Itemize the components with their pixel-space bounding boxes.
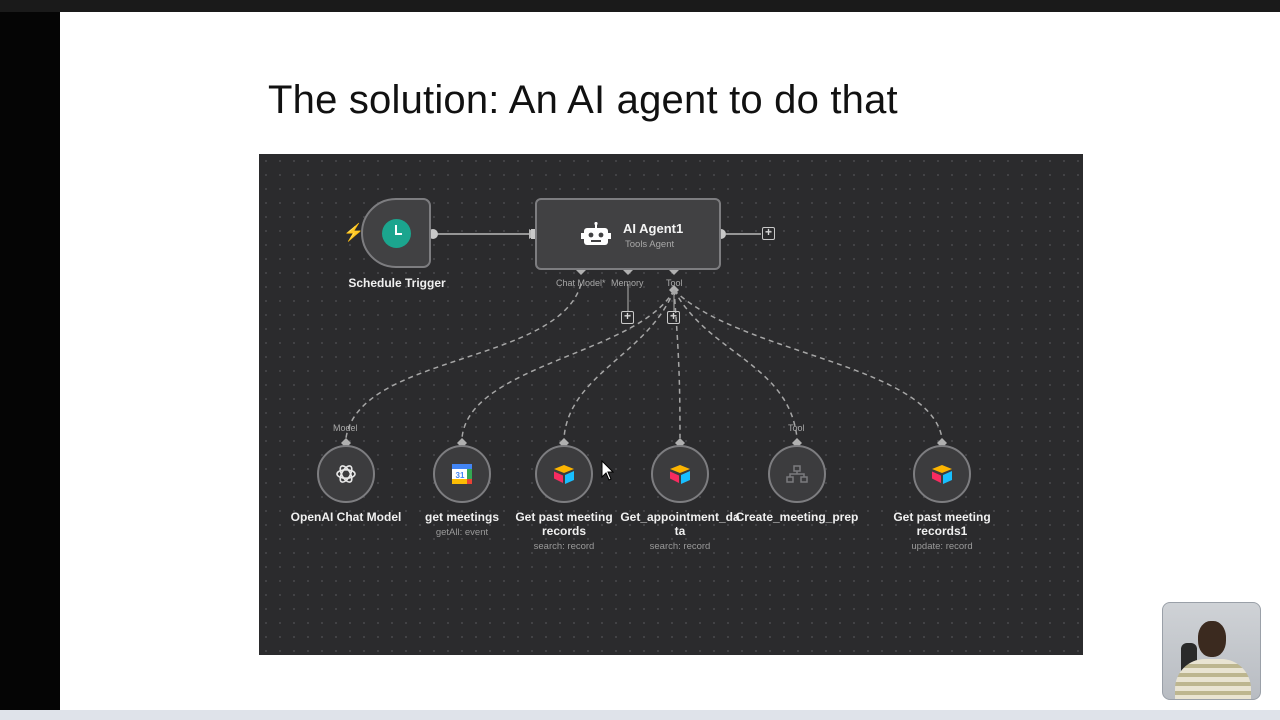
get-appointment-data-operation: search: record	[649, 541, 711, 552]
add-memory-button[interactable]: +	[621, 310, 634, 324]
tool-link-get-meetings	[461, 289, 675, 439]
tool-link-meeting-prep	[673, 289, 798, 439]
schedule-trigger-label: Schedule Trigger	[348, 276, 446, 290]
tool-link-past-records	[563, 289, 675, 439]
get-past-meeting-records1-operation: update: record	[911, 541, 973, 552]
get-past-meeting-records-node[interactable]	[535, 445, 593, 503]
slide-title: The solution: An AI agent to do that	[268, 78, 898, 122]
agent-subtitle: Tools Agent	[625, 239, 675, 250]
agent-input-port	[531, 229, 535, 239]
airtable-icon	[932, 465, 952, 484]
trigger-bolt-icon: ⚡	[343, 223, 365, 242]
get-meetings-label: get meetings	[424, 510, 499, 524]
taskbar	[0, 710, 1280, 720]
openai-icon	[336, 465, 356, 483]
tool-link-past-records1	[673, 289, 943, 439]
create-meeting-prep-label: Create_meeting_prep	[735, 510, 859, 524]
avatar	[1198, 621, 1226, 657]
workflow-icon	[786, 465, 808, 483]
schedule-trigger-node[interactable]	[361, 198, 431, 268]
google-calendar-icon: 31	[452, 464, 472, 484]
get-meetings-operation: getAll: event	[435, 527, 489, 538]
openai-chat-model-node[interactable]	[317, 445, 375, 503]
openai-chat-model-label: OpenAI Chat Model	[290, 510, 402, 524]
robot-icon	[581, 222, 611, 245]
svg-text:31: 31	[456, 471, 465, 480]
get-appointment-data-label: Get_appointment_data	[620, 510, 740, 538]
get-past-meeting-records-operation: search: record	[533, 541, 595, 552]
tool-connector-label: Tool	[788, 423, 805, 433]
add-node-after-agent-button[interactable]: +	[762, 226, 775, 240]
tool-link-appointment	[673, 289, 681, 439]
get-meetings-node[interactable]: 31	[433, 445, 491, 503]
get-appointment-data-node[interactable]	[651, 445, 709, 503]
airtable-icon	[554, 465, 574, 484]
chat-model-port-label: Chat Model*	[556, 278, 606, 288]
agent-title: AI Agent1	[623, 221, 684, 236]
model-dashed-link	[345, 283, 582, 439]
workflow-canvas[interactable]: ⚡ Schedule Trigger AI Agent1 Tools Agent…	[259, 154, 1083, 655]
get-past-meeting-records1-node[interactable]	[913, 445, 971, 503]
ai-agent-node[interactable]: AI Agent1 Tools Agent	[535, 198, 721, 270]
clock-icon	[382, 219, 411, 248]
webcam-overlay	[1162, 602, 1261, 700]
mouse-cursor-icon	[601, 460, 615, 481]
memory-port-label: Memory	[611, 278, 644, 288]
get-past-meeting-records-label: Get past meeting records	[515, 510, 613, 538]
tool-port-label: Tool	[666, 278, 683, 288]
model-connector-label: Model	[333, 423, 358, 433]
get-past-meeting-records1-label: Get past meeting records1	[893, 510, 991, 538]
add-tool-button[interactable]: +	[667, 310, 680, 324]
left-sidebar-bar	[0, 12, 60, 720]
browser-top-strip	[0, 0, 1280, 12]
create-meeting-prep-node[interactable]	[768, 445, 826, 503]
airtable-icon	[670, 465, 690, 484]
